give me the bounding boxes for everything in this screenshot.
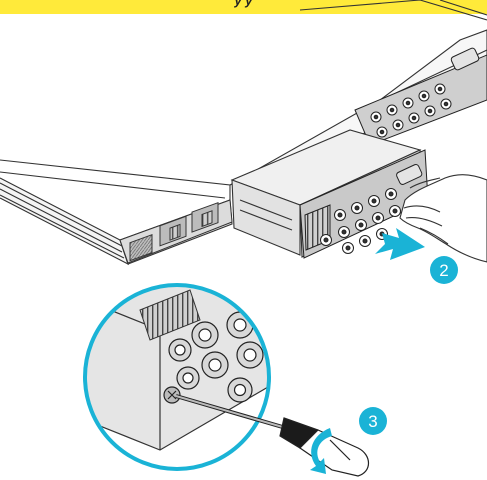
zoom-detail: [83, 283, 271, 471]
step-2-label: 2: [439, 261, 448, 280]
top-banner: y y: [0, 0, 487, 14]
push-arrow: [375, 228, 425, 260]
db-connector-module: [396, 163, 423, 185]
step-3-label: 3: [368, 412, 377, 431]
fan-grille-left: [129, 233, 153, 262]
upper-connector-bank: [354, 47, 487, 146]
step-3-badge: 3: [359, 407, 387, 435]
module-front-plate: [299, 149, 429, 259]
rotate-arrow: [310, 428, 332, 474]
hand-illustration: [399, 174, 487, 263]
step-2-badge: 2: [430, 256, 458, 284]
db-connector-top: [450, 47, 480, 71]
chassis-rear-panel: [119, 199, 233, 264]
banner-text: y y: [234, 0, 253, 8]
